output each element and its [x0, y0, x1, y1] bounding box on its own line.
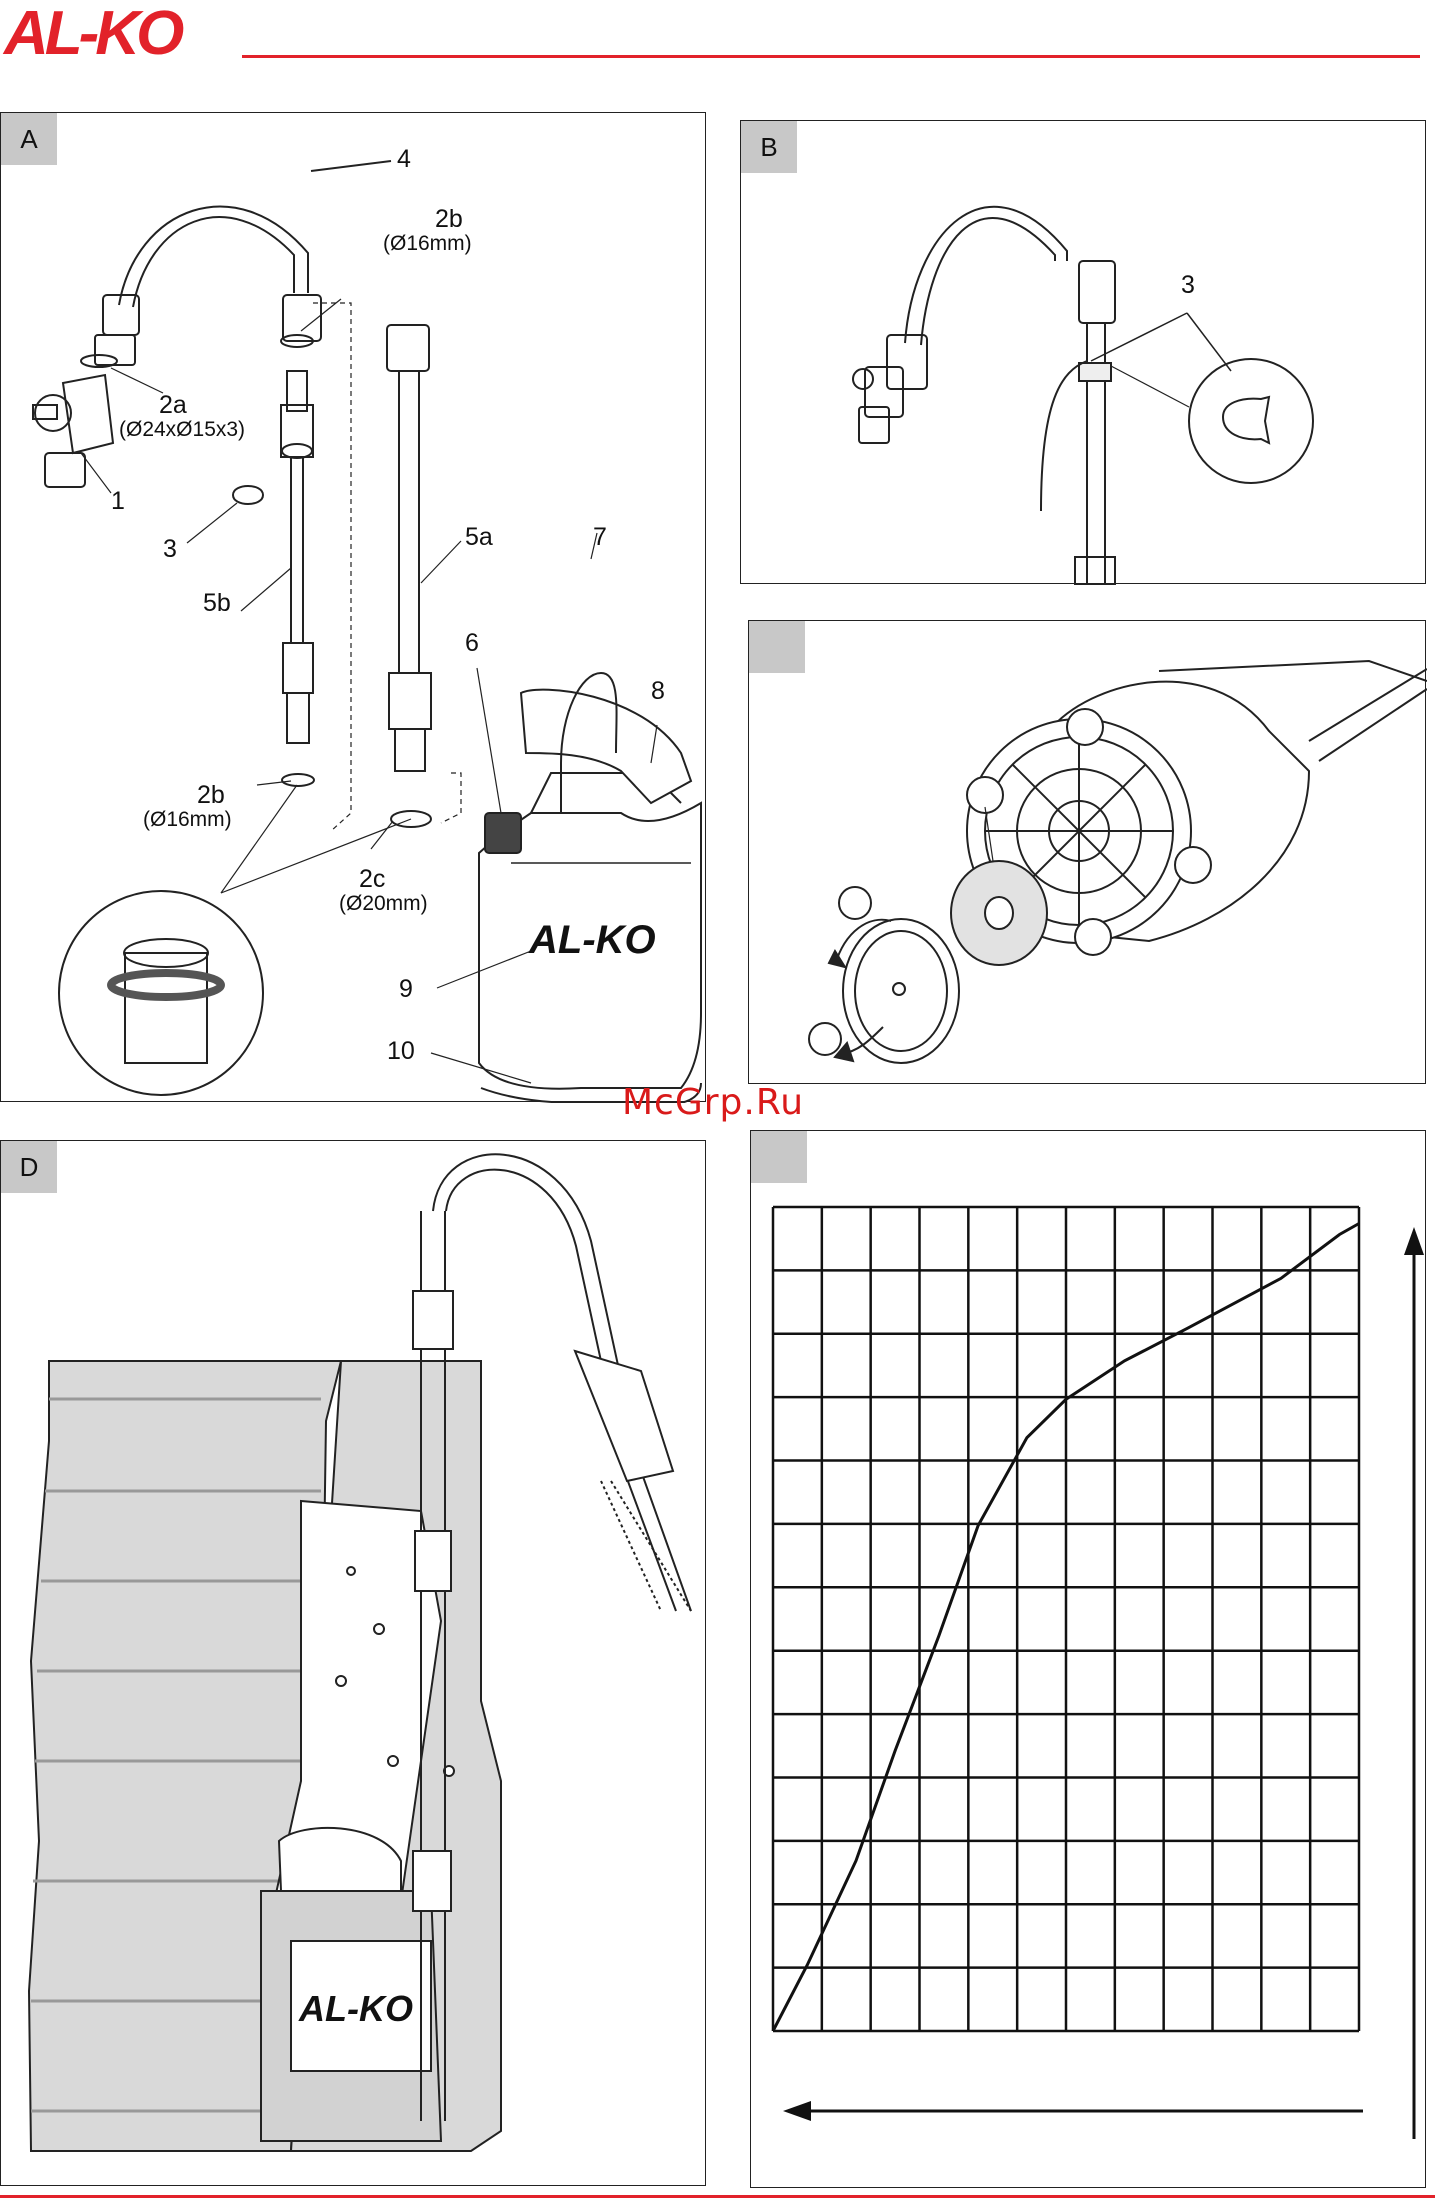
- watermark: McGrp.Ru: [622, 1082, 804, 1123]
- panel-d-tag: D: [1, 1141, 57, 1193]
- label-2c-dim: (Ø20mm): [339, 893, 428, 914]
- label-2a: 2a: [159, 393, 187, 418]
- installation-drawing: AL-KO: [1, 1141, 707, 2187]
- clip-detail-drawing: [741, 121, 1427, 585]
- label-9: 9: [399, 977, 413, 1002]
- panel-a: AL-KO A 4 2b (Ø16mm) 2a (Ø24xØ15x3) 1 3 …: [0, 112, 706, 1102]
- label-5b: 5b: [203, 591, 231, 616]
- label-4: 4: [397, 147, 411, 172]
- footer-rule: [0, 2195, 1435, 2198]
- pump-logo-d: AL-KO: [298, 1988, 413, 2029]
- panel-c-tag: [749, 621, 805, 673]
- panel-b: B 3: [740, 120, 1426, 584]
- x-axis-arrow: [783, 2101, 1363, 2121]
- panel-a-tag: A: [1, 113, 57, 165]
- label-2b-bottom: 2b: [197, 783, 225, 808]
- header-rule: [242, 55, 1420, 58]
- filter-cleaning-drawing: [749, 621, 1427, 1085]
- label-2c: 2c: [359, 867, 385, 892]
- label-5a: 5a: [465, 525, 493, 550]
- panel-d: AL-KO D: [0, 1140, 706, 2186]
- performance-chart: [751, 1131, 1427, 2189]
- label-2a-dim: (Ø24xØ15x3): [119, 419, 245, 440]
- chart-grid: [773, 1207, 1359, 2031]
- label-6: 6: [465, 631, 479, 656]
- alko-logo-text: AL-KO: [2, 0, 184, 64]
- label-8: 8: [651, 679, 665, 704]
- pump-logo-a: AL-KO: [528, 918, 656, 962]
- label-3: 3: [163, 537, 177, 562]
- label-2b-top: 2b: [435, 207, 463, 232]
- label-3-b: 3: [1181, 273, 1195, 298]
- label-1: 1: [111, 489, 125, 514]
- label-2b-bottom-dim: (Ø16mm): [143, 809, 232, 830]
- label-7: 7: [593, 525, 607, 550]
- panel-e-tag: [751, 1131, 807, 1183]
- assembly-drawing: AL-KO: [1, 113, 707, 1103]
- y-axis-arrow: [1404, 1227, 1424, 2139]
- label-10: 10: [387, 1039, 415, 1064]
- panel-c: [748, 620, 1426, 1084]
- panel-e: [750, 1130, 1426, 2188]
- panel-b-tag: B: [741, 121, 797, 173]
- alko-logo: AL-KO: [2, 0, 227, 64]
- label-2b-top-dim: (Ø16mm): [383, 233, 472, 254]
